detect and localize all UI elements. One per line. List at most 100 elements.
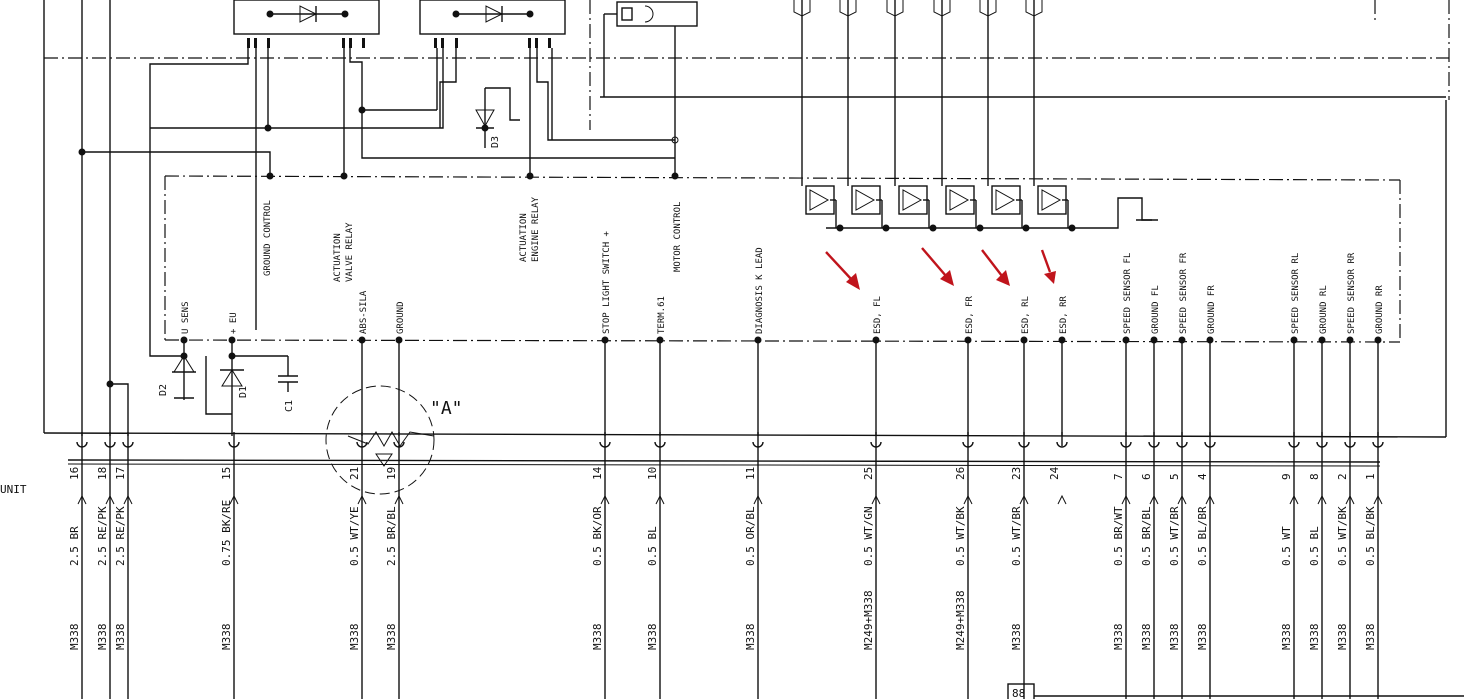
- wire-spec: 0.5 WT/BR: [1168, 506, 1181, 566]
- label-detail-a: "A": [430, 398, 463, 419]
- pin-function-label: GROUND: [396, 301, 406, 334]
- wire-spec: 2.5 BR/BL: [385, 506, 398, 566]
- pin-column: 18 2.5 RE/PK M338: [96, 432, 116, 699]
- pin-function-label: ESD, FR: [965, 295, 975, 334]
- label-d2: D2: [158, 384, 169, 396]
- label-motor-control: MOTOR CONTROL: [673, 202, 683, 272]
- wire-code: M338: [1364, 624, 1377, 651]
- caption-unit: UNIT: [0, 483, 27, 496]
- pin-number: 8: [1308, 473, 1321, 480]
- driver-bank: [793, 0, 1158, 232]
- pin-function-label: STOP LIGHT SWITCH +: [602, 230, 612, 334]
- pin-number: 15: [220, 467, 233, 480]
- wire-spec: 2.5 BR: [68, 526, 81, 566]
- pin-number: 4: [1196, 473, 1209, 480]
- pin-function-label: TERM.61: [657, 296, 667, 334]
- label-d1: D1: [238, 386, 249, 398]
- label-actuation-engine-1: ACTUATION: [519, 213, 529, 262]
- valve-relay-top: [233, 0, 380, 48]
- wire-code: M338: [1196, 624, 1209, 651]
- pin-function-label: ESD, FL: [873, 296, 883, 334]
- detail-a: "A": [325, 385, 463, 495]
- pin-number: 26: [954, 467, 967, 480]
- label-d3: D3: [490, 136, 501, 148]
- control-unit-box: [164, 0, 1401, 343]
- wire-code: M338: [1010, 624, 1023, 651]
- label-actuation-valve-1: ACTUATION: [333, 233, 343, 282]
- pin-number: 9: [1280, 473, 1293, 480]
- pin-number: 10: [646, 467, 659, 480]
- label-ground-control: GROUND CONTROL: [263, 200, 273, 276]
- frame-lines: [43, 0, 1450, 467]
- pin-function-label: SPEED SENSOR FL: [1123, 253, 1133, 334]
- pin-number: 5: [1168, 473, 1181, 480]
- label-c1: C1: [284, 400, 295, 412]
- pin-number: 1: [1364, 473, 1377, 480]
- pin-number: 16: [68, 467, 81, 480]
- wire-spec: 0.5 BR/BL: [1140, 506, 1153, 566]
- wire-code: M338: [1140, 624, 1153, 651]
- wire-spec: 0.5 BL: [646, 526, 659, 566]
- wire-spec: 0.5 WT/YE: [348, 506, 361, 566]
- pin-function-label: U SENS: [181, 301, 191, 334]
- pin-number: 14: [591, 466, 604, 480]
- wire-spec: 0.5 WT: [1280, 526, 1293, 566]
- pin-function-label: GROUND RL: [1319, 285, 1329, 334]
- pin-number: 18: [96, 467, 109, 480]
- pin-column: U SENS: [181, 301, 191, 334]
- label-actuation-engine-2: ENGINE RELAY: [531, 196, 541, 262]
- wire-code: M338: [744, 624, 757, 651]
- wire-spec: 0.5 BR/WT: [1112, 506, 1125, 566]
- pin-number: 11: [744, 467, 757, 480]
- pin-column: ESD, FL 25 0.5 WT/GN M249+M338: [862, 296, 883, 699]
- wire-code: M338: [385, 624, 398, 651]
- pin-number: 6: [1140, 473, 1153, 480]
- wire-code: M338: [68, 624, 81, 651]
- wire-code: M338: [591, 624, 604, 651]
- wire-spec: 0.5 WT/BK: [1336, 506, 1349, 566]
- wire-spec: 0.5 OR/BL: [744, 506, 757, 566]
- pin-function-label: DIAGNOSIS K LEAD: [755, 247, 765, 334]
- pin-function-label: ESD, RL: [1021, 296, 1031, 334]
- wire-spec: 0.5 WT/BR: [1010, 506, 1023, 566]
- pin-function-label: GROUND FL: [1151, 285, 1161, 334]
- wire-code: M338: [1336, 624, 1349, 651]
- engine-relay-top: [419, 0, 566, 48]
- pin-function-label: ABS-SILA: [359, 290, 369, 334]
- wire-spec: 0.5 BL: [1308, 526, 1321, 566]
- label-connector-88: 88: [1012, 687, 1025, 699]
- upper-labels: GROUND CONTROL ACTUATION VALVE RELAY ACT…: [263, 196, 683, 282]
- pin-number: 24: [1048, 466, 1061, 480]
- wire-spec: 0.5 BL/BK: [1364, 506, 1377, 566]
- red-arrows: [825, 247, 1056, 290]
- wire-code: M338: [114, 624, 127, 651]
- wire-code: M338: [220, 624, 233, 651]
- wire-code: M249+M338: [862, 590, 875, 650]
- pin-column: 16 2.5 BR M338: [68, 432, 88, 699]
- wire-code: M338: [1168, 624, 1181, 651]
- label-actuation-valve-2: VALVE RELAY: [345, 222, 355, 282]
- connector-88: 88: [1007, 683, 1464, 699]
- wire-spec: 0.5 WT/BK: [954, 506, 967, 566]
- pin-number: 21: [348, 467, 361, 480]
- pin-function-label: GROUND FR: [1207, 285, 1217, 334]
- top-wiring: [78, 0, 679, 436]
- wire-spec: 0.5 WT/GN: [862, 506, 875, 566]
- wire-code: M338: [96, 624, 109, 651]
- pin-function-label: SPEED SENSOR RL: [1291, 253, 1301, 334]
- wire-spec: 2.5 RE/PK: [96, 506, 109, 566]
- pin-number: 25: [862, 467, 875, 480]
